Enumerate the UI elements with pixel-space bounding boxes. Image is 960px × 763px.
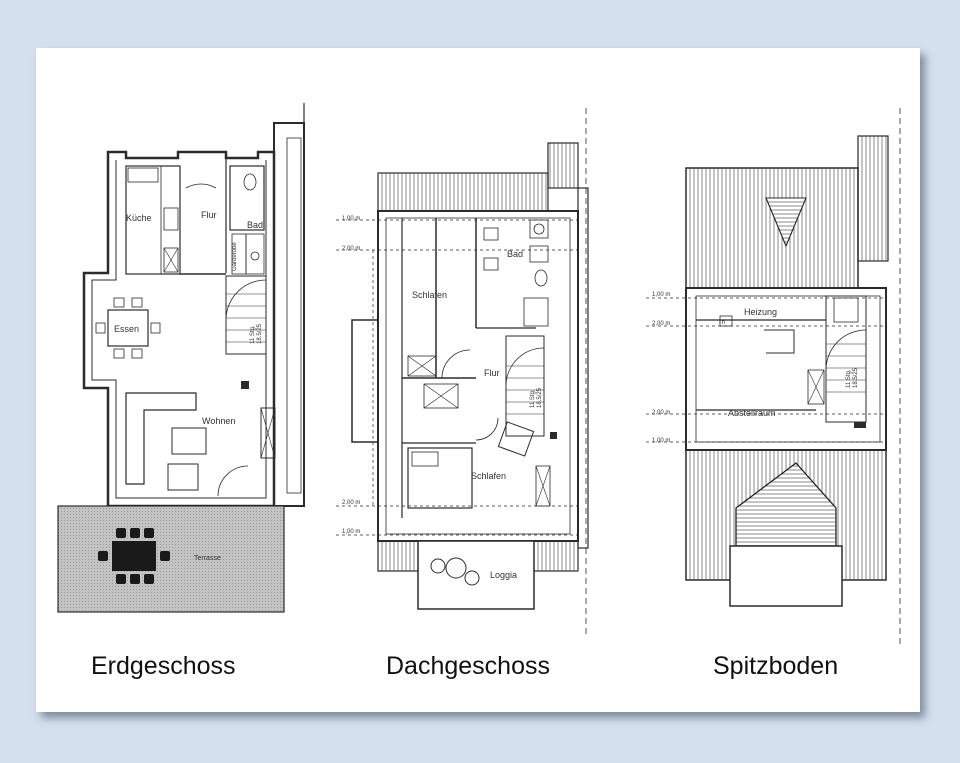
height-label-dg-1: 1,00 m bbox=[342, 216, 360, 222]
room-label-dg-schlafen-2: Schlafen bbox=[471, 471, 506, 481]
height-label-sb-2: 2,00 m bbox=[652, 321, 670, 327]
floor-plans-drawing: Küche Flur Bad Essen Wohnen Terrasse Gar… bbox=[57, 103, 901, 648]
plan-erdgeschoss bbox=[57, 103, 305, 613]
room-label-dg-bad: Bad bbox=[507, 249, 523, 259]
erdgeschoss-labels: Küche Flur Bad Essen Wohnen Terrasse Gar… bbox=[114, 210, 263, 562]
caption-spitzboden: Spitzboden bbox=[713, 652, 839, 680]
room-label-garderobe: Garderobe bbox=[232, 242, 238, 271]
room-label-wohnen: Wohnen bbox=[202, 416, 235, 426]
height-label-dg-3: 2,00 m bbox=[342, 500, 360, 506]
stair-label-sb: 11 Stg.18.5/25 bbox=[846, 367, 859, 388]
room-label-bad: Bad bbox=[247, 220, 263, 230]
room-label-abstellraum: Abstellraum bbox=[728, 408, 776, 418]
height-label-dg-4: 1,00 m bbox=[342, 529, 360, 535]
room-label-loggia: Loggia bbox=[490, 570, 517, 580]
height-label-sb-4: 1,00 m bbox=[652, 438, 670, 444]
height-label-sb-1: 1,00 m bbox=[652, 292, 670, 298]
spitzboden-labels: 1,00 m 2,00 m 2,00 m 1,00 m Heizung Abst… bbox=[652, 292, 859, 444]
stair-label-eg: 11 Stg.18.5/25 bbox=[250, 323, 263, 344]
room-label-flur: Flur bbox=[201, 210, 217, 220]
room-label-terrasse: Terrasse bbox=[194, 555, 221, 562]
dachgeschoss-labels: 1,00 m 2,00 m 2,00 m 1,00 m Bad Schlafen… bbox=[342, 216, 543, 580]
height-label-dg-2: 2,00 m bbox=[342, 246, 360, 252]
room-label-kueche: Küche bbox=[126, 213, 152, 223]
plan-dachgeschoss bbox=[336, 108, 589, 638]
stair-label-dg: 11 Stg.18.5/25 bbox=[530, 387, 543, 408]
height-label-sb-3: 2,00 m bbox=[652, 410, 670, 416]
room-label-th: Th bbox=[718, 320, 725, 326]
floor-plan-card: Küche Flur Bad Essen Wohnen Terrasse Gar… bbox=[36, 48, 920, 712]
room-label-essen: Essen bbox=[114, 324, 139, 334]
caption-dachgeschoss: Dachgeschoss bbox=[386, 652, 550, 680]
caption-erdgeschoss: Erdgeschoss bbox=[91, 652, 236, 680]
room-label-dg-schlafen-1: Schlafen bbox=[412, 290, 447, 300]
room-label-heizung: Heizung bbox=[744, 307, 777, 317]
room-label-dg-flur: Flur bbox=[484, 368, 500, 378]
plan-spitzboden bbox=[646, 108, 901, 648]
